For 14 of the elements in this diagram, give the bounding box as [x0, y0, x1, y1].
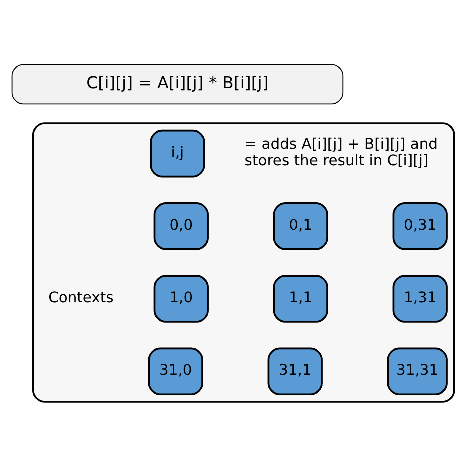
node-box: 0,31 [392, 202, 448, 250]
cluster [32, 122, 456, 403]
node-box: C[i][j] = A[i][j] * B[i][j] [12, 64, 344, 105]
label: = adds A[i][j] + B[i][j] and stores the result in C[i][j] [244, 136, 438, 170]
label: Contexts [48, 290, 114, 307]
node-box: i,j [150, 130, 206, 178]
node-box: 31,1 [268, 348, 323, 396]
node-box: 1,1 [273, 275, 328, 323]
node-box: 31,0 [148, 348, 204, 396]
node-box: 1,0 [154, 275, 209, 323]
node-box: 0,0 [154, 202, 209, 250]
node-box: 1,31 [392, 275, 448, 323]
node-box: 0,1 [273, 202, 328, 250]
node-box: 31,31 [387, 348, 448, 396]
